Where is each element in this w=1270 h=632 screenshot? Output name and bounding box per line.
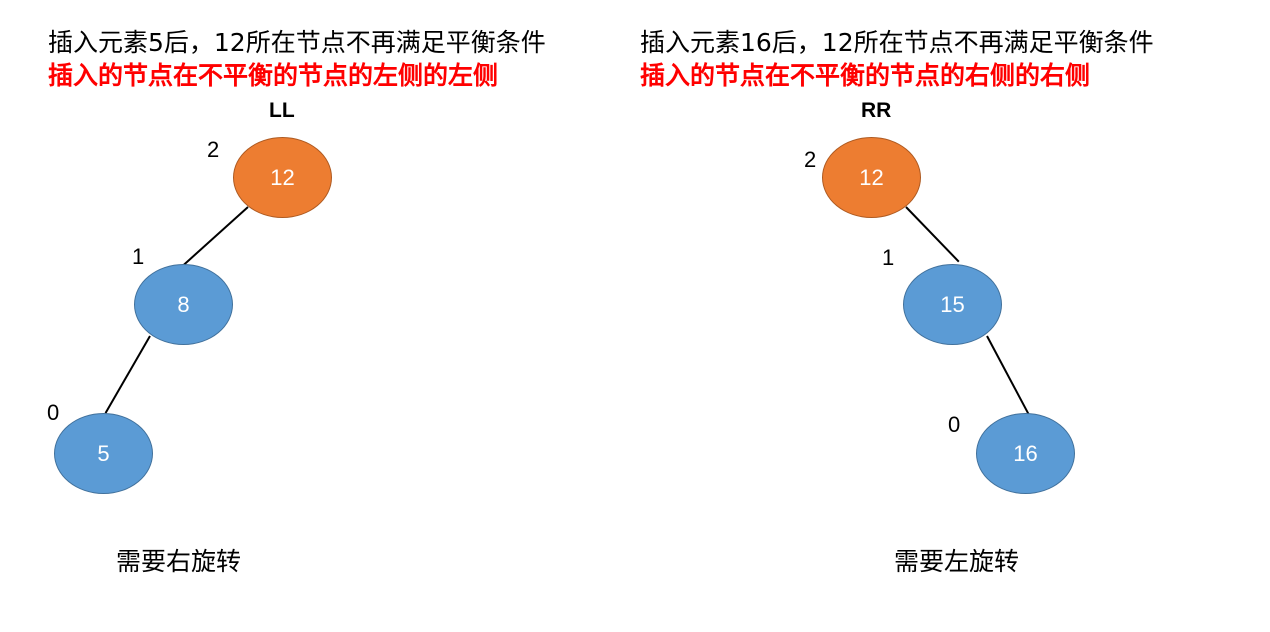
ll-rotation-note: 需要右旋转 (116, 547, 242, 576)
rr-rotation-note: 需要左旋转 (894, 547, 1020, 576)
rr-node-leaf: 16 (976, 413, 1075, 494)
rr-node-root: 12 (822, 137, 921, 218)
ll-node-leaf: 5 (54, 413, 153, 494)
rr-description: 插入元素16后，12所在节点不再满足平衡条件 (640, 28, 1154, 57)
ll-node-middle-value: 8 (177, 291, 190, 317)
ll-edge-8-5 (104, 335, 151, 414)
ll-highlight-description: 插入的节点在不平衡的节点的左侧的左侧 (48, 61, 499, 90)
rr-balance-middle: 1 (882, 245, 895, 270)
ll-case-label: LL (269, 99, 295, 122)
ll-node-root: 12 (233, 137, 332, 218)
rr-highlight-description: 插入的节点在不平衡的节点的右侧的右侧 (640, 61, 1091, 90)
rr-balance-root: 2 (804, 147, 817, 172)
rr-node-middle: 15 (903, 264, 1002, 345)
ll-edge-12-8 (182, 206, 249, 266)
ll-case-panel: 插入元素5后，12所在节点不再满足平衡条件 插入的节点在不平衡的节点的左侧的左侧… (0, 0, 620, 632)
ll-node-root-value: 12 (270, 164, 295, 190)
rr-case-label: RR (861, 99, 892, 122)
rr-edge-12-15 (905, 206, 960, 263)
rr-edge-15-16 (986, 335, 1030, 416)
ll-description: 插入元素5后，12所在节点不再满足平衡条件 (48, 28, 546, 57)
ll-balance-middle: 1 (132, 244, 145, 269)
rr-case-panel: 插入元素16后，12所在节点不再满足平衡条件 插入的节点在不平衡的节点的右侧的右… (620, 0, 1240, 632)
ll-node-leaf-value: 5 (97, 440, 110, 466)
ll-node-middle: 8 (134, 264, 233, 345)
rr-balance-leaf: 0 (948, 412, 961, 437)
rr-node-leaf-value: 16 (1013, 440, 1038, 466)
ll-balance-root: 2 (207, 137, 220, 162)
ll-balance-leaf: 0 (47, 400, 60, 425)
rr-node-root-value: 12 (859, 164, 884, 190)
rr-node-middle-value: 15 (940, 291, 965, 317)
